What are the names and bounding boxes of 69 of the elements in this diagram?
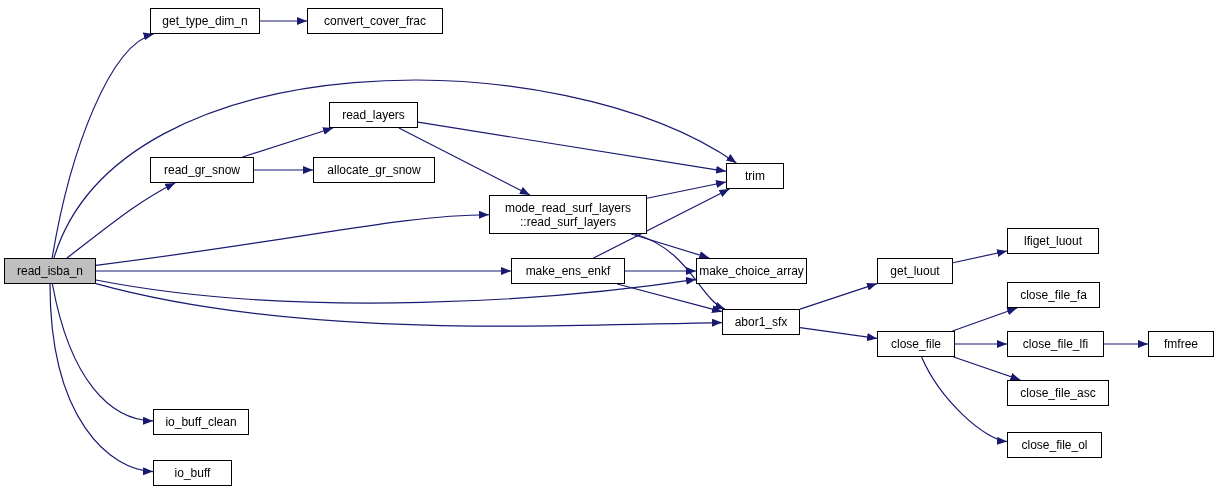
function-name: io_buff_clean: [165, 415, 237, 429]
function-box: [150, 8, 260, 34]
function-box: [511, 258, 625, 284]
call-arrow: [95, 267, 512, 275]
call-arrow: [241, 127, 334, 158]
call-arrow: [253, 166, 314, 174]
function-name: close_file_fa: [1020, 288, 1087, 302]
function-name: read_layers: [342, 108, 405, 122]
function-name: close_file_asc: [1020, 386, 1096, 400]
function-box: [153, 409, 249, 435]
function-box: [150, 157, 254, 183]
call-arrow: [799, 282, 878, 310]
call-arrow: [952, 249, 1008, 264]
function-box: [1007, 432, 1102, 458]
function-box: [877, 331, 955, 357]
function-name: read_gr_snow: [163, 163, 241, 177]
function-name: make_ens_enkf: [525, 264, 611, 278]
call-arrow: [95, 276, 697, 304]
call-arrow: [53, 79, 737, 259]
function-box: [329, 102, 418, 128]
current-function-box: [4, 258, 96, 284]
function-box: [696, 258, 807, 284]
call-arrow: [51, 33, 155, 259]
function-name: lfiget_luout: [1023, 234, 1082, 248]
function-name: close_file: [891, 337, 941, 351]
call-arrow: [920, 356, 1008, 444]
call-arrow: [593, 188, 730, 259]
function-name: abor1_sfx: [734, 315, 788, 329]
function-box: [1007, 331, 1104, 357]
function-name: close_file_lfi: [1022, 337, 1089, 351]
call-arrow: [95, 283, 723, 327]
call-arrow: [66, 182, 176, 259]
function-name: allocate_gr_snow: [327, 163, 421, 177]
function-name: io_buff: [174, 466, 211, 480]
call-arrow: [1103, 340, 1149, 348]
function-name: read_isba_n: [16, 264, 84, 278]
call-arrow: [954, 340, 1008, 348]
function-name: get_luout: [890, 264, 940, 278]
call-arrow: [95, 211, 490, 266]
function-box: [153, 460, 232, 486]
function-name: close_file_ol: [1021, 438, 1088, 452]
function-name: fmfree: [1164, 337, 1198, 351]
call-arrow: [953, 356, 1021, 381]
function-name: convert_cover_frac: [323, 14, 426, 28]
call-arrow: [951, 307, 1018, 332]
function-name: mode_read_surf_layers ::read_surf_layers: [503, 200, 633, 229]
function-box: [722, 309, 800, 335]
call-arrow: [259, 17, 308, 25]
function-box: [1007, 228, 1099, 254]
function-name: get_type_dim_n: [162, 14, 248, 28]
function-box: [726, 163, 784, 189]
call-arrow: [398, 127, 531, 196]
function-box: [313, 157, 435, 183]
function-box: [1007, 282, 1100, 308]
function-box: [1148, 331, 1214, 357]
function-box: [877, 258, 953, 284]
function-box: [307, 8, 443, 34]
call-arrow: [624, 267, 697, 275]
function-name: trim: [745, 169, 765, 183]
call-arrow: [49, 283, 154, 475]
call-arrow: [616, 283, 723, 313]
function-box: [489, 195, 647, 234]
call-arrow: [417, 121, 727, 174]
function-name: make_choice_array: [699, 264, 804, 278]
call-arrow: [799, 326, 878, 341]
call-arrow: [630, 233, 710, 259]
call-arrow: [646, 180, 727, 199]
call-arrow: [51, 283, 154, 424]
function-box: [1007, 380, 1109, 406]
